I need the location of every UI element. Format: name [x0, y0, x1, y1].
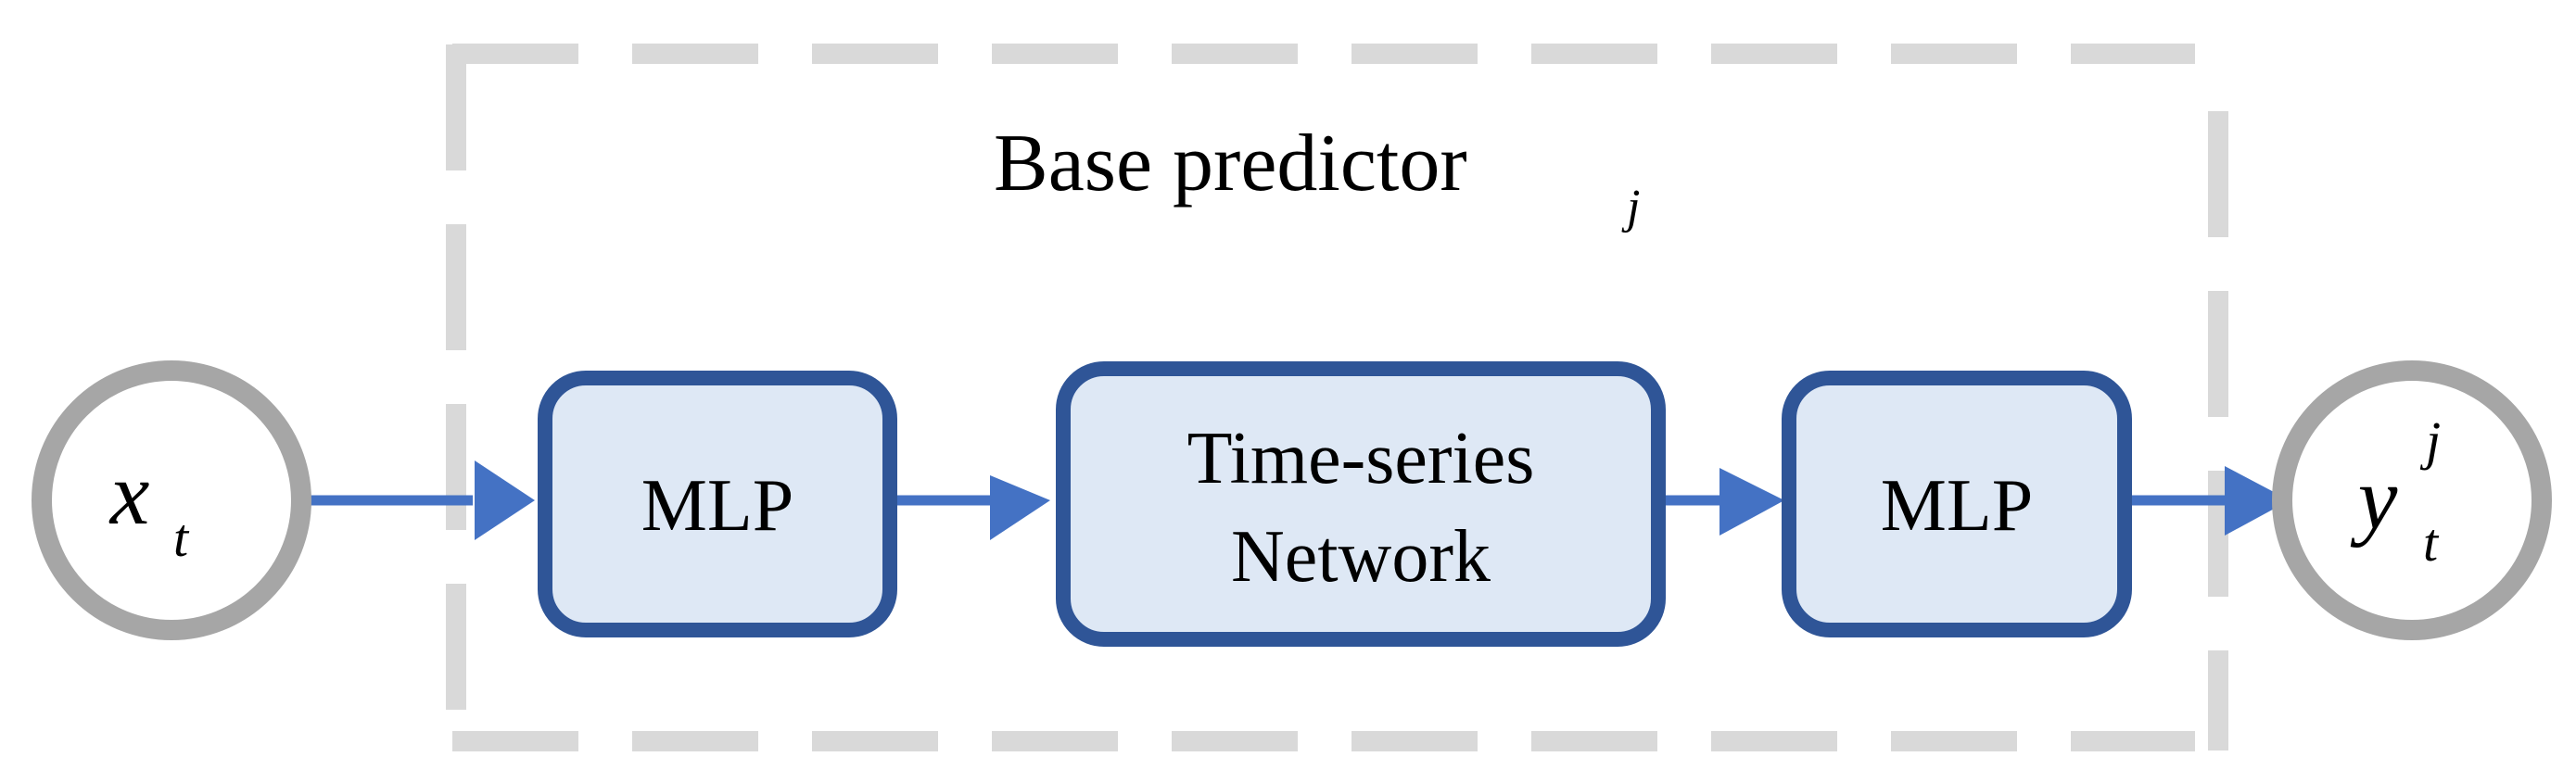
block-time-series-network-label-line1: Time-series [1187, 418, 1535, 499]
arrow-mlp1-to-tsn-head [990, 475, 1050, 540]
base-predictor-group [446, 44, 2228, 751]
block-mlp-1[interactable]: MLP [538, 371, 897, 637]
block-time-series-network[interactable]: Time-series Network [1056, 361, 1666, 647]
arrow-mlp2-to-output-head [2225, 466, 2290, 536]
node-output-circle [2272, 360, 2552, 640]
node-output-variable: y [2350, 448, 2398, 548]
block-time-series-network-label-line2: Network [1231, 516, 1491, 598]
arrow-input-to-mlp1-head [475, 460, 535, 540]
block-mlp-1-shape [538, 371, 897, 637]
block-mlp-2-shape [1782, 371, 2132, 637]
block-mlp-2-label: MLP [1881, 465, 2034, 547]
block-mlp-1-label: MLP [641, 465, 794, 547]
node-input-circle [32, 360, 311, 640]
arrow-tsn-to-mlp2 [1654, 468, 1784, 536]
node-input[interactable]: x t [32, 360, 311, 640]
arrow-input-to-mlp1 [301, 460, 535, 540]
node-input-variable: x [108, 444, 150, 543]
group-title-text: Base predictor [994, 119, 1467, 208]
arrow-tsn-to-mlp2-head [1719, 468, 1784, 536]
block-time-series-network-shape [1056, 361, 1666, 647]
node-output[interactable]: y j t [2272, 360, 2552, 640]
arrow-mlp1-to-tsn [888, 475, 1050, 540]
node-input-subscript: t [173, 508, 190, 568]
group-title: Base predictor j [994, 119, 1640, 233]
arrow-mlp2-to-output [2115, 466, 2290, 536]
block-mlp-2[interactable]: MLP [1782, 371, 2132, 637]
group-title-subscript: j [1621, 181, 1640, 233]
node-output-subscript: t [2423, 512, 2440, 573]
